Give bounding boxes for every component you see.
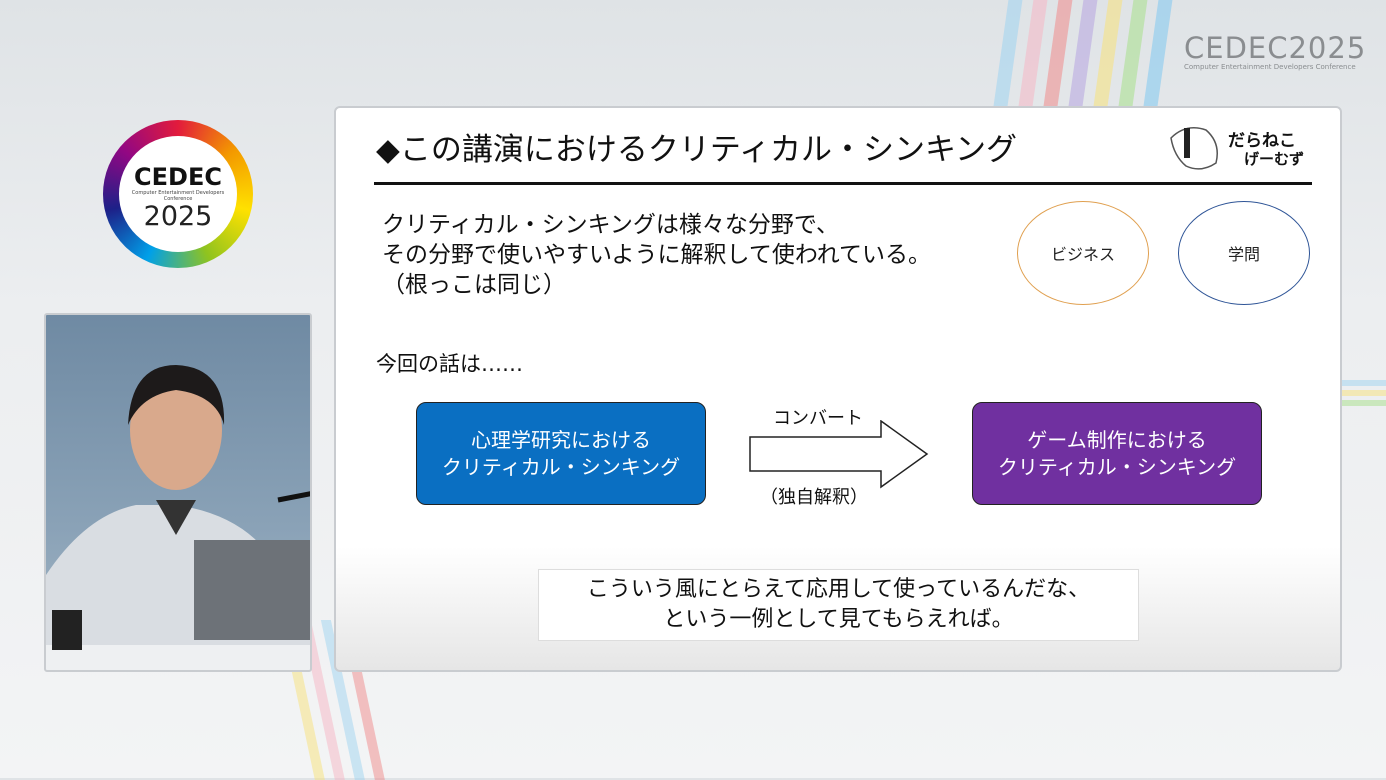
source-line: 心理学研究における — [471, 427, 651, 452]
target-line: クリティカル・シンキング — [997, 454, 1237, 479]
speaker-figure — [46, 365, 310, 670]
intro-text: 今回の話は…… — [376, 352, 523, 376]
brand-text-1: だらねこ — [1228, 131, 1296, 151]
body-line: その分野で使いやすいように解釈して使われている。 — [382, 242, 932, 268]
source-box: 心理学研究における クリティカル・シンキング — [416, 402, 706, 505]
brand-text-2: げーむず — [1244, 150, 1305, 168]
arrow-label-bottom: （独自解釈） — [760, 487, 868, 508]
logo-tagline: Computer Entertainment Developers Confer… — [1184, 63, 1356, 71]
circle-logo-tagline: Computer Entertainment Developers Confer… — [131, 190, 225, 202]
source-line: クリティカル・シンキング — [441, 454, 681, 479]
logo-name: CEDEC — [1184, 31, 1289, 65]
slide-body-text: クリティカル・シンキングは様々な分野で、 その分野で使いやすいように解釈して使わ… — [382, 210, 931, 300]
logo-year: 2025 — [1288, 31, 1367, 65]
target-line: ゲーム制作における — [1027, 427, 1207, 452]
field-ellipse-academia: 学問 — [1178, 201, 1310, 305]
cat-illustration — [1170, 127, 1218, 170]
caption-line: こういう風にとらえて応用して使っているんだな、 — [586, 577, 1091, 602]
speaker-video — [44, 313, 312, 672]
cedec-logo-top: CEDEC2025 Computer Entertainment Develop… — [1184, 33, 1366, 71]
cedec-circle-logo: CEDEC Computer Entertainment Developers … — [103, 120, 253, 268]
slide-title: ◆この講演におけるクリティカル・シンキング — [376, 132, 1018, 168]
field-ellipse-business: ビジネス — [1017, 201, 1149, 305]
caption-line: という一例として見てもらえれば。 — [663, 607, 1014, 632]
circle-logo-name: CEDEC — [134, 163, 222, 191]
arrow-label-top: コンバート — [773, 408, 863, 429]
decorative-stripes-top — [990, 0, 1180, 110]
slide-caption: こういう風にとらえて応用して使っているんだな、 という一例として見てもらえれば。 — [538, 569, 1139, 641]
right-arrow-icon — [749, 420, 929, 489]
title-divider — [374, 182, 1312, 185]
body-line: クリティカル・シンキングは様々な分野で、 — [382, 212, 840, 238]
daraneko-games-logo: だらねこ げーむず — [1166, 118, 1311, 176]
presentation-slide: ◆この講演におけるクリティカル・シンキング だらねこ げーむず クリティカル・シ… — [334, 106, 1342, 672]
field-label: ビジネス — [1050, 245, 1115, 264]
circle-logo-year: 2025 — [143, 201, 213, 232]
body-line: （根っこは同じ） — [382, 272, 566, 298]
target-box: ゲーム制作における クリティカル・シンキング — [972, 402, 1262, 505]
field-label: 学問 — [1227, 245, 1260, 264]
decorative-stripes-right — [1340, 380, 1386, 440]
